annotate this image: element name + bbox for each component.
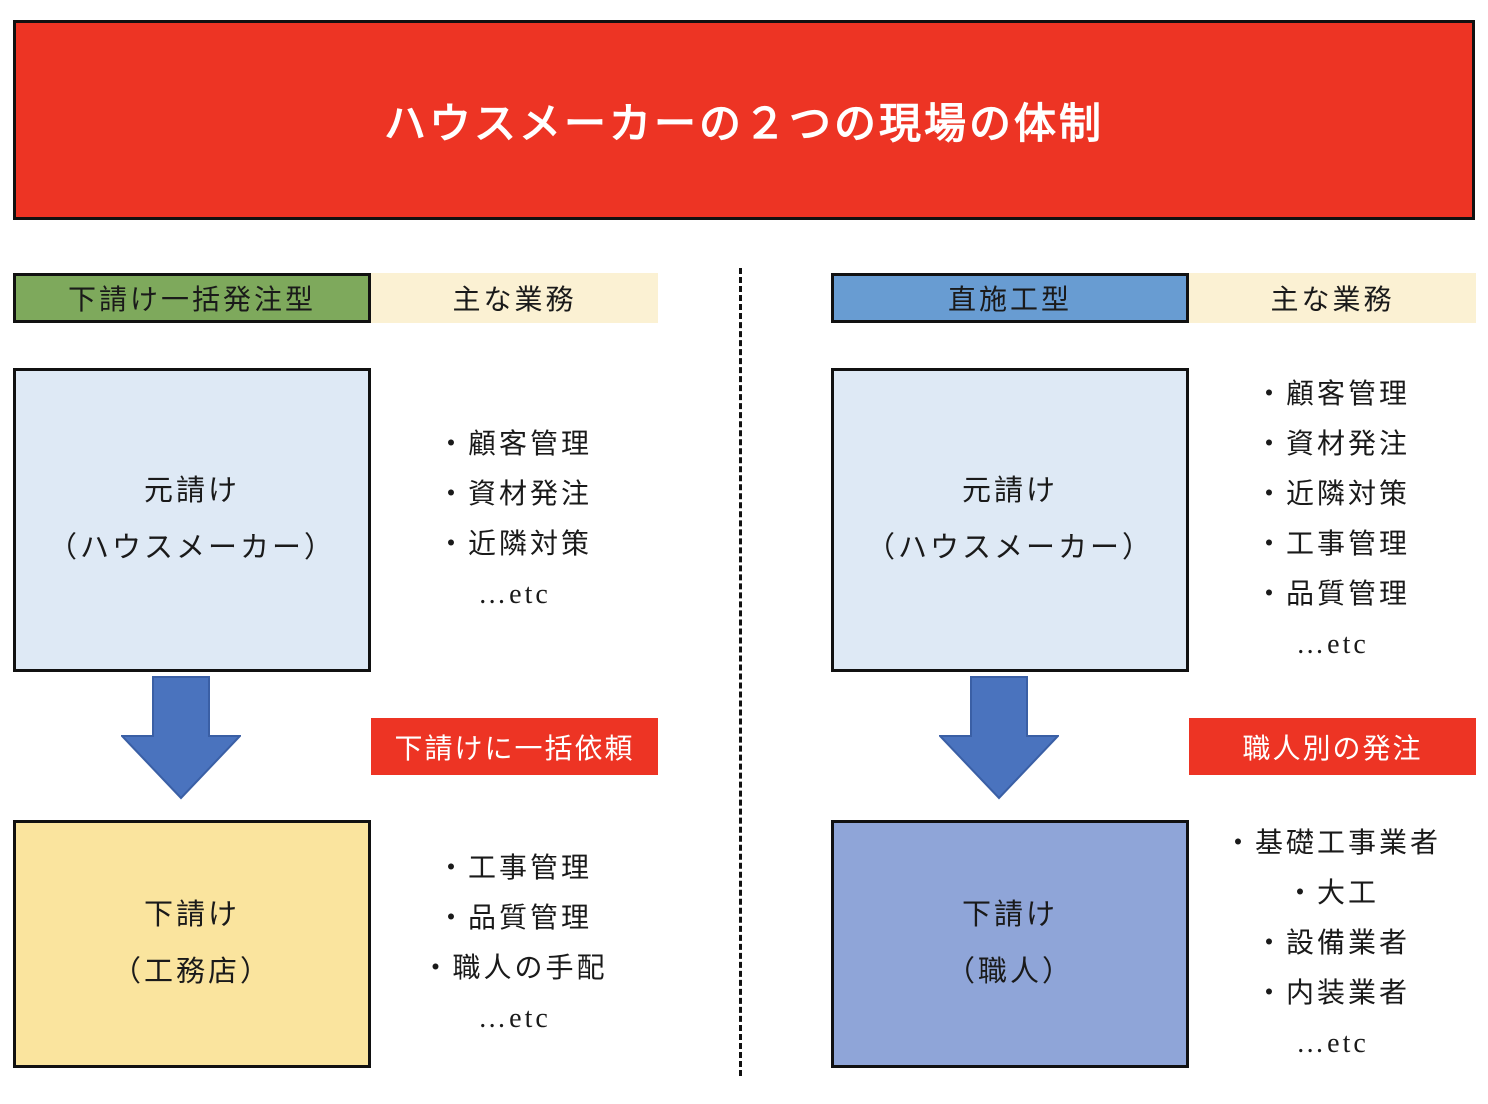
tasks-header-box: 主な業務 xyxy=(371,273,658,323)
order-method-label: 下請けに一括依頼 xyxy=(371,718,658,775)
page-title: ハウスメーカーの２つの現場の体制 xyxy=(383,99,1104,147)
order-method-text: 下請けに一括依頼 xyxy=(394,733,635,765)
subcontractor-box: 下請け （職人） xyxy=(831,820,1189,1068)
task-item: ・資材発注 xyxy=(436,479,592,510)
subcontractor-sub: （工務店） xyxy=(111,956,272,988)
task-item: ・工事管理 xyxy=(1254,529,1410,560)
subcontractor-sub: （職人） xyxy=(945,956,1074,988)
type-header-label: 直施工型 xyxy=(947,285,1072,316)
down-arrow-icon xyxy=(939,676,1059,800)
tasks-header-box: 主な業務 xyxy=(1189,273,1476,323)
task-item: ・顧客管理 xyxy=(436,429,592,460)
task-item: …etc xyxy=(478,579,551,610)
task-item: ・近隣対策 xyxy=(1254,479,1410,510)
prime-contractor-name: 元請け xyxy=(143,475,240,507)
title-banner: ハウスメーカーの２つの現場の体制 xyxy=(13,20,1475,220)
panel-subcontract-bulk-order: 下請け一括発注型 主な業務 元請け （ハウスメーカー） ・顧客管理・資材発注・近… xyxy=(13,0,675,1104)
subcontractor-name: 下請け xyxy=(143,899,240,931)
panel-direct-construction: 直施工型 主な業務 元請け （ハウスメーカー） ・顧客管理・資材発注・近隣対策・… xyxy=(831,0,1488,1104)
prime-task-list: ・顧客管理・資材発注・近隣対策 …etc xyxy=(371,368,658,672)
type-header-label: 下請け一括発注型 xyxy=(67,285,316,316)
task-item: ・品質管理 xyxy=(436,903,592,934)
tasks-header-label: 主な業務 xyxy=(1270,285,1395,316)
prime-contractor-sub: （ハウスメーカー） xyxy=(865,532,1154,564)
task-item: ・資材発注 xyxy=(1254,429,1410,460)
task-item: ・大工 xyxy=(1285,878,1379,909)
task-item: ・職人の手配 xyxy=(421,953,608,984)
type-header-box: 下請け一括発注型 xyxy=(13,273,371,323)
task-item: …etc xyxy=(478,1003,551,1034)
order-method-text: 職人別の発注 xyxy=(1242,733,1423,765)
subcontractor-box: 下請け （工務店） xyxy=(13,820,371,1068)
prime-contractor-sub: （ハウスメーカー） xyxy=(47,532,336,564)
prime-contractor-name: 元請け xyxy=(961,475,1058,507)
subcontractor-task-list: ・工事管理・品質管理・職人の手配 …etc xyxy=(371,816,658,1072)
prime-task-list: ・顧客管理・資材発注・近隣対策・工事管理・品質管理 …etc xyxy=(1189,368,1476,672)
task-item: ・近隣対策 xyxy=(436,529,592,560)
order-method-label: 職人別の発注 xyxy=(1189,718,1476,775)
task-item: ・設備業者 xyxy=(1254,928,1410,959)
column-divider xyxy=(739,268,742,1076)
prime-contractor-box: 元請け （ハウスメーカー） xyxy=(831,368,1189,672)
prime-contractor-box: 元請け （ハウスメーカー） xyxy=(13,368,371,672)
task-item: ・顧客管理 xyxy=(1254,379,1410,410)
type-header-box: 直施工型 xyxy=(831,273,1189,323)
subcontractor-task-list: ・基礎工事業者・大工・設備業者・内装業者 …etc xyxy=(1189,816,1476,1072)
task-item: ・品質管理 xyxy=(1254,579,1410,610)
task-item: ・内装業者 xyxy=(1254,978,1410,1009)
task-item: ・工事管理 xyxy=(436,853,592,884)
subcontractor-name: 下請け xyxy=(961,899,1058,931)
down-arrow-icon xyxy=(121,676,241,800)
tasks-header-label: 主な業務 xyxy=(452,285,577,316)
task-item: …etc xyxy=(1296,629,1369,660)
task-item: …etc xyxy=(1296,1028,1369,1059)
task-item: ・基礎工事業者 xyxy=(1223,828,1441,859)
